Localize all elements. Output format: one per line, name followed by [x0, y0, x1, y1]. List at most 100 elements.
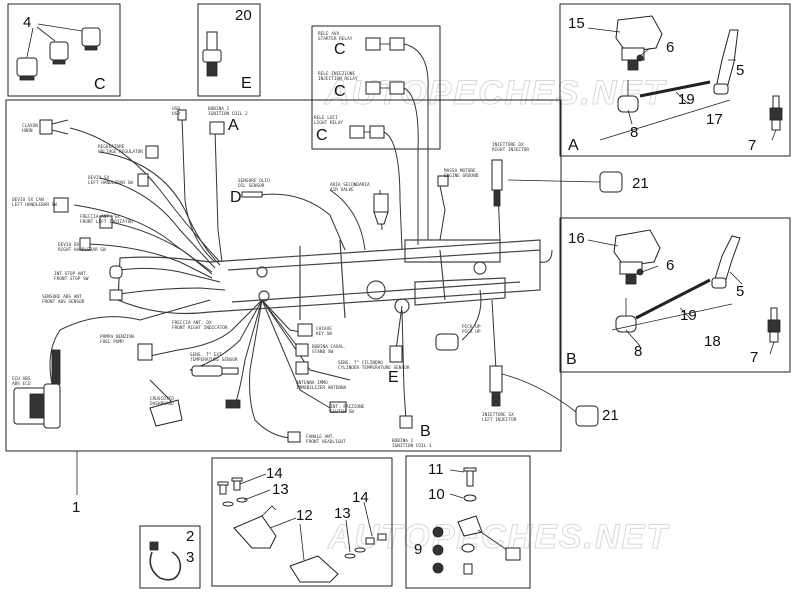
callout-9: 9	[414, 541, 422, 558]
callout-18: 18	[704, 333, 721, 350]
connector-right-injector	[491, 159, 503, 207]
callout-3: 3	[186, 549, 194, 566]
connector-wire-splice	[225, 399, 241, 409]
rubber-cap-21b	[575, 405, 599, 427]
svg-text:CRUSCOTTO: CRUSCOTTO	[150, 396, 174, 402]
svg-text:INJECTION RELAY: INJECTION RELAY	[318, 76, 358, 82]
letter-d-main: D	[230, 189, 242, 206]
svg-text:FRONT STOP SW: FRONT STOP SW	[54, 276, 89, 282]
spark-plug-cap-a	[713, 29, 739, 95]
letter-a-main: A	[228, 117, 239, 134]
connector-stop-switch	[109, 265, 123, 279]
callout-7a: 7	[748, 137, 756, 154]
callout-8a: 8	[630, 124, 638, 141]
callout-14a: 14	[266, 465, 283, 482]
connector-engine-ground	[437, 175, 449, 187]
rubber-cap-21a	[599, 171, 623, 193]
box-clamps	[211, 457, 393, 587]
nut-6a	[636, 54, 644, 62]
svg-text:ANTENNA IMMO: ANTENNA IMMO	[296, 380, 328, 386]
letter-c-relay-2: C	[334, 83, 346, 100]
svg-text:MASSA MOTORE: MASSA MOTORE	[444, 168, 476, 174]
clamp-12b	[289, 555, 339, 583]
connector-immo-antenna	[295, 361, 309, 375]
svg-text:FANALE ANT.: FANALE ANT.	[306, 434, 335, 440]
connector-usb	[177, 109, 187, 121]
connector-coil-2	[209, 121, 225, 135]
screw-14b	[365, 533, 387, 545]
callout-12: 12	[296, 507, 313, 524]
letter-a-box: A	[568, 137, 579, 154]
connector-temp-sensor	[191, 365, 239, 377]
screw-14a-2	[231, 477, 243, 491]
box-relays	[311, 25, 441, 150]
svg-text:FRECCIA ANT. SX: FRECCIA ANT. SX	[80, 214, 120, 220]
svg-text:ECU ABS: ECU ABS	[12, 376, 31, 382]
washer-13a	[222, 497, 248, 507]
letter-c-box: C	[94, 76, 106, 93]
svg-text:LEFT HANDLEBAR SW: LEFT HANDLEBAR SW	[88, 180, 133, 186]
callout-1: 1	[72, 499, 80, 516]
box-main-harness	[5, 99, 562, 452]
connector-stand-switch	[295, 343, 309, 357]
svg-text:RIGHT INJECTOR: RIGHT INJECTOR	[492, 147, 529, 153]
watermark-text: AUTOPECHES.NET	[324, 74, 667, 112]
coil-cap-a-8	[617, 80, 639, 113]
svg-text:FRONT HEADLIGHT: FRONT HEADLIGHT	[306, 439, 346, 445]
bullet-9-1	[432, 526, 444, 538]
bullet-9-2	[432, 544, 444, 556]
bulb-holder-2	[49, 41, 69, 65]
connector-dashboard	[149, 399, 183, 427]
svg-text:FUEL PUMP: FUEL PUMP	[100, 339, 124, 345]
spark-plug-a	[769, 95, 783, 131]
bulb-holder-1	[16, 57, 38, 81]
connector-cyl-temp	[389, 345, 403, 363]
bracket-sensor	[457, 515, 521, 561]
box-bulb-group	[7, 3, 121, 97]
connector-fuel-pump	[137, 343, 153, 361]
svg-text:INIETTORE SX: INIETTORE SX	[482, 412, 514, 418]
svg-text:LEFT HANDLEBAR SW: LEFT HANDLEBAR SW	[12, 202, 57, 208]
box-bracket	[405, 455, 531, 589]
svg-text:USB: USB	[172, 111, 180, 117]
connector-devio-sx-can	[53, 197, 69, 213]
connector-left-injector	[489, 365, 503, 407]
hv-lead-b	[635, 278, 711, 320]
callout-5a: 5	[736, 62, 744, 79]
svg-text:DASHBOARD: DASHBOARD	[150, 401, 174, 407]
svg-text:SENS. T° CILINDRO: SENS. T° CILINDRO	[338, 360, 383, 366]
callout-4: 4	[23, 14, 31, 31]
pressure-sensor	[202, 31, 222, 77]
callout-15: 15	[568, 15, 585, 32]
ignition-coil-a	[615, 15, 663, 71]
spark-plug-cap-b	[711, 235, 741, 289]
box-cable-tie	[139, 525, 201, 589]
connector-front-abs	[109, 289, 123, 301]
callout-8b: 8	[634, 343, 642, 360]
washer-13b	[344, 547, 366, 559]
bullet-9-3	[432, 562, 444, 574]
callout-6b: 6	[666, 257, 674, 274]
connector-clutch	[329, 401, 347, 413]
svg-text:DEVIO SX CAN: DEVIO SX CAN	[12, 197, 44, 203]
connector-devio-dx	[79, 237, 91, 251]
relay-lights	[349, 125, 385, 139]
connector-front-left-indicator	[99, 215, 113, 229]
svg-text:SENSORE ABS ANT.: SENSORE ABS ANT.	[42, 294, 84, 300]
svg-text:AIR VALVE: AIR VALVE	[330, 187, 354, 193]
letter-c-relay-1: C	[334, 41, 346, 58]
callout-6a: 6	[666, 39, 674, 56]
svg-text:RELE INIEZIONE: RELE INIEZIONE	[318, 71, 355, 77]
svg-text:INT. FRIZIONE: INT. FRIZIONE	[330, 404, 365, 410]
svg-text:TEMPERATURE SENSOR: TEMPERATURE SENSOR	[190, 357, 238, 363]
letter-b-main: B	[420, 423, 431, 440]
svg-text:ARIA SECONDARIA: ARIA SECONDARIA	[330, 182, 370, 188]
connector-regulator	[145, 145, 159, 159]
svg-text:IMMOBILIZER ANTENNA: IMMOBILIZER ANTENNA	[296, 385, 347, 391]
callout-13b: 13	[334, 505, 351, 522]
svg-text:IGNITION COIL 1: IGNITION COIL 1	[392, 443, 432, 449]
svg-text:BOBINA CAVAL.: BOBINA CAVAL.	[312, 344, 346, 350]
callout-5b: 5	[736, 283, 744, 300]
svg-text:FRECCIA ANT. DX: FRECCIA ANT. DX	[172, 320, 212, 326]
